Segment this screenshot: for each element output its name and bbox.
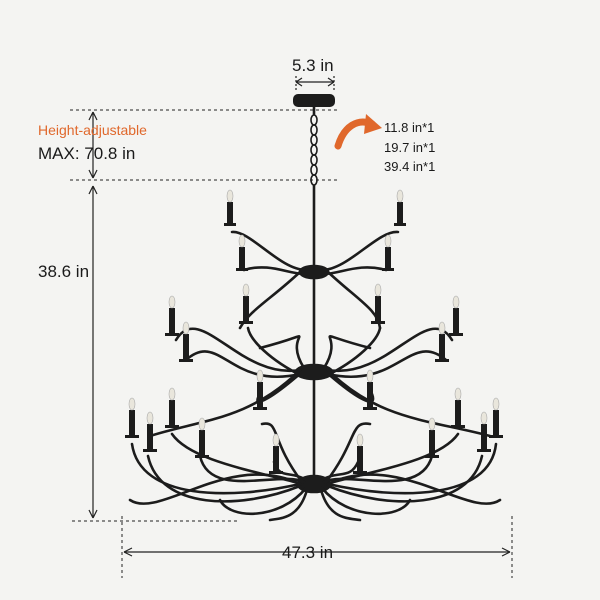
chain-options-list: 11.8 in*1 19.7 in*1 39.4 in*1 bbox=[384, 118, 435, 177]
dimension-lines bbox=[70, 76, 513, 578]
max-height-label: MAX: 70.8 in bbox=[38, 144, 136, 163]
chain-option: 19.7 in*1 bbox=[384, 139, 436, 155]
canopy-width-label: 5.3 in bbox=[292, 56, 334, 75]
chain-option: 39.4 in*1 bbox=[384, 159, 436, 174]
curved-arrow-icon bbox=[334, 114, 382, 150]
overall-width-label: 47.3 in bbox=[282, 543, 334, 562]
body-height-label: 38.6 in bbox=[38, 262, 90, 281]
chandelier-frame bbox=[128, 94, 502, 522]
chain-option: 11.8 in*1 bbox=[384, 120, 435, 135]
candles bbox=[125, 189, 503, 474]
height-adjustable-label: Height-adjustable bbox=[38, 122, 147, 138]
